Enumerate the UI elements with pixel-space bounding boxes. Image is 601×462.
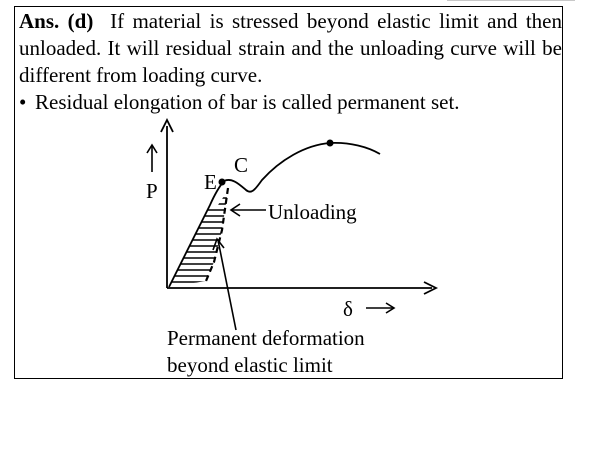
bullet-icon: • (19, 90, 27, 114)
bullet-paragraph: • Residual elongation of bar is called pe… (19, 89, 562, 116)
y-arrow (146, 143, 158, 172)
axes (160, 117, 439, 295)
peak-dot (326, 139, 334, 147)
unloading-pointer (229, 203, 266, 217)
hatch-region (169, 197, 228, 283)
x-axis-arrowhead (423, 281, 439, 295)
answer-box: Ans. (d) If material is stressed beyond … (14, 6, 563, 379)
unloading-line (204, 187, 230, 282)
answer-text: If material is stressed beyond elastic l… (19, 9, 562, 87)
point-e-dot (218, 178, 226, 186)
answer-label: Ans. (d) (19, 9, 94, 33)
y-axis-arrowhead (160, 117, 174, 133)
unloading-label: Unloading (268, 200, 357, 224)
point-e-label: E (204, 170, 217, 194)
permanent-label-line2: beyond elastic limit (167, 353, 333, 377)
bullet-text: Residual elongation of bar is called per… (35, 90, 460, 114)
point-c-label: C (234, 153, 248, 177)
x-arrow (366, 302, 396, 314)
permanent-label-line1: Permanent deformation (167, 326, 365, 350)
y-axis-label: P (146, 179, 158, 203)
answer-paragraph: Ans. (d) If material is stressed beyond … (19, 8, 562, 89)
permanent-pointer (212, 237, 237, 331)
x-axis-label: δ (343, 297, 353, 321)
top-edge-mark (447, 0, 575, 1)
